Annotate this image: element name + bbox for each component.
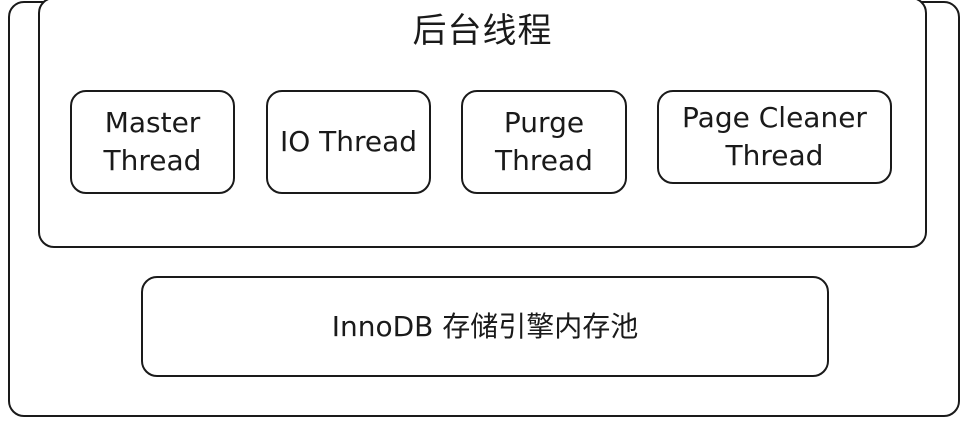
page-cleaner-thread-box: Page Cleaner Thread xyxy=(657,90,892,184)
purge-thread-box: Purge Thread xyxy=(461,90,627,194)
master-thread-box: Master Thread xyxy=(70,90,235,194)
innodb-memory-pool-label: InnoDB 存储引擎内存池 xyxy=(331,309,639,343)
background-threads-title: 后台线程 xyxy=(412,11,553,51)
io-thread-box: IO Thread xyxy=(266,90,431,194)
innodb-memory-pool-box: InnoDB 存储引擎内存池 xyxy=(141,276,829,377)
